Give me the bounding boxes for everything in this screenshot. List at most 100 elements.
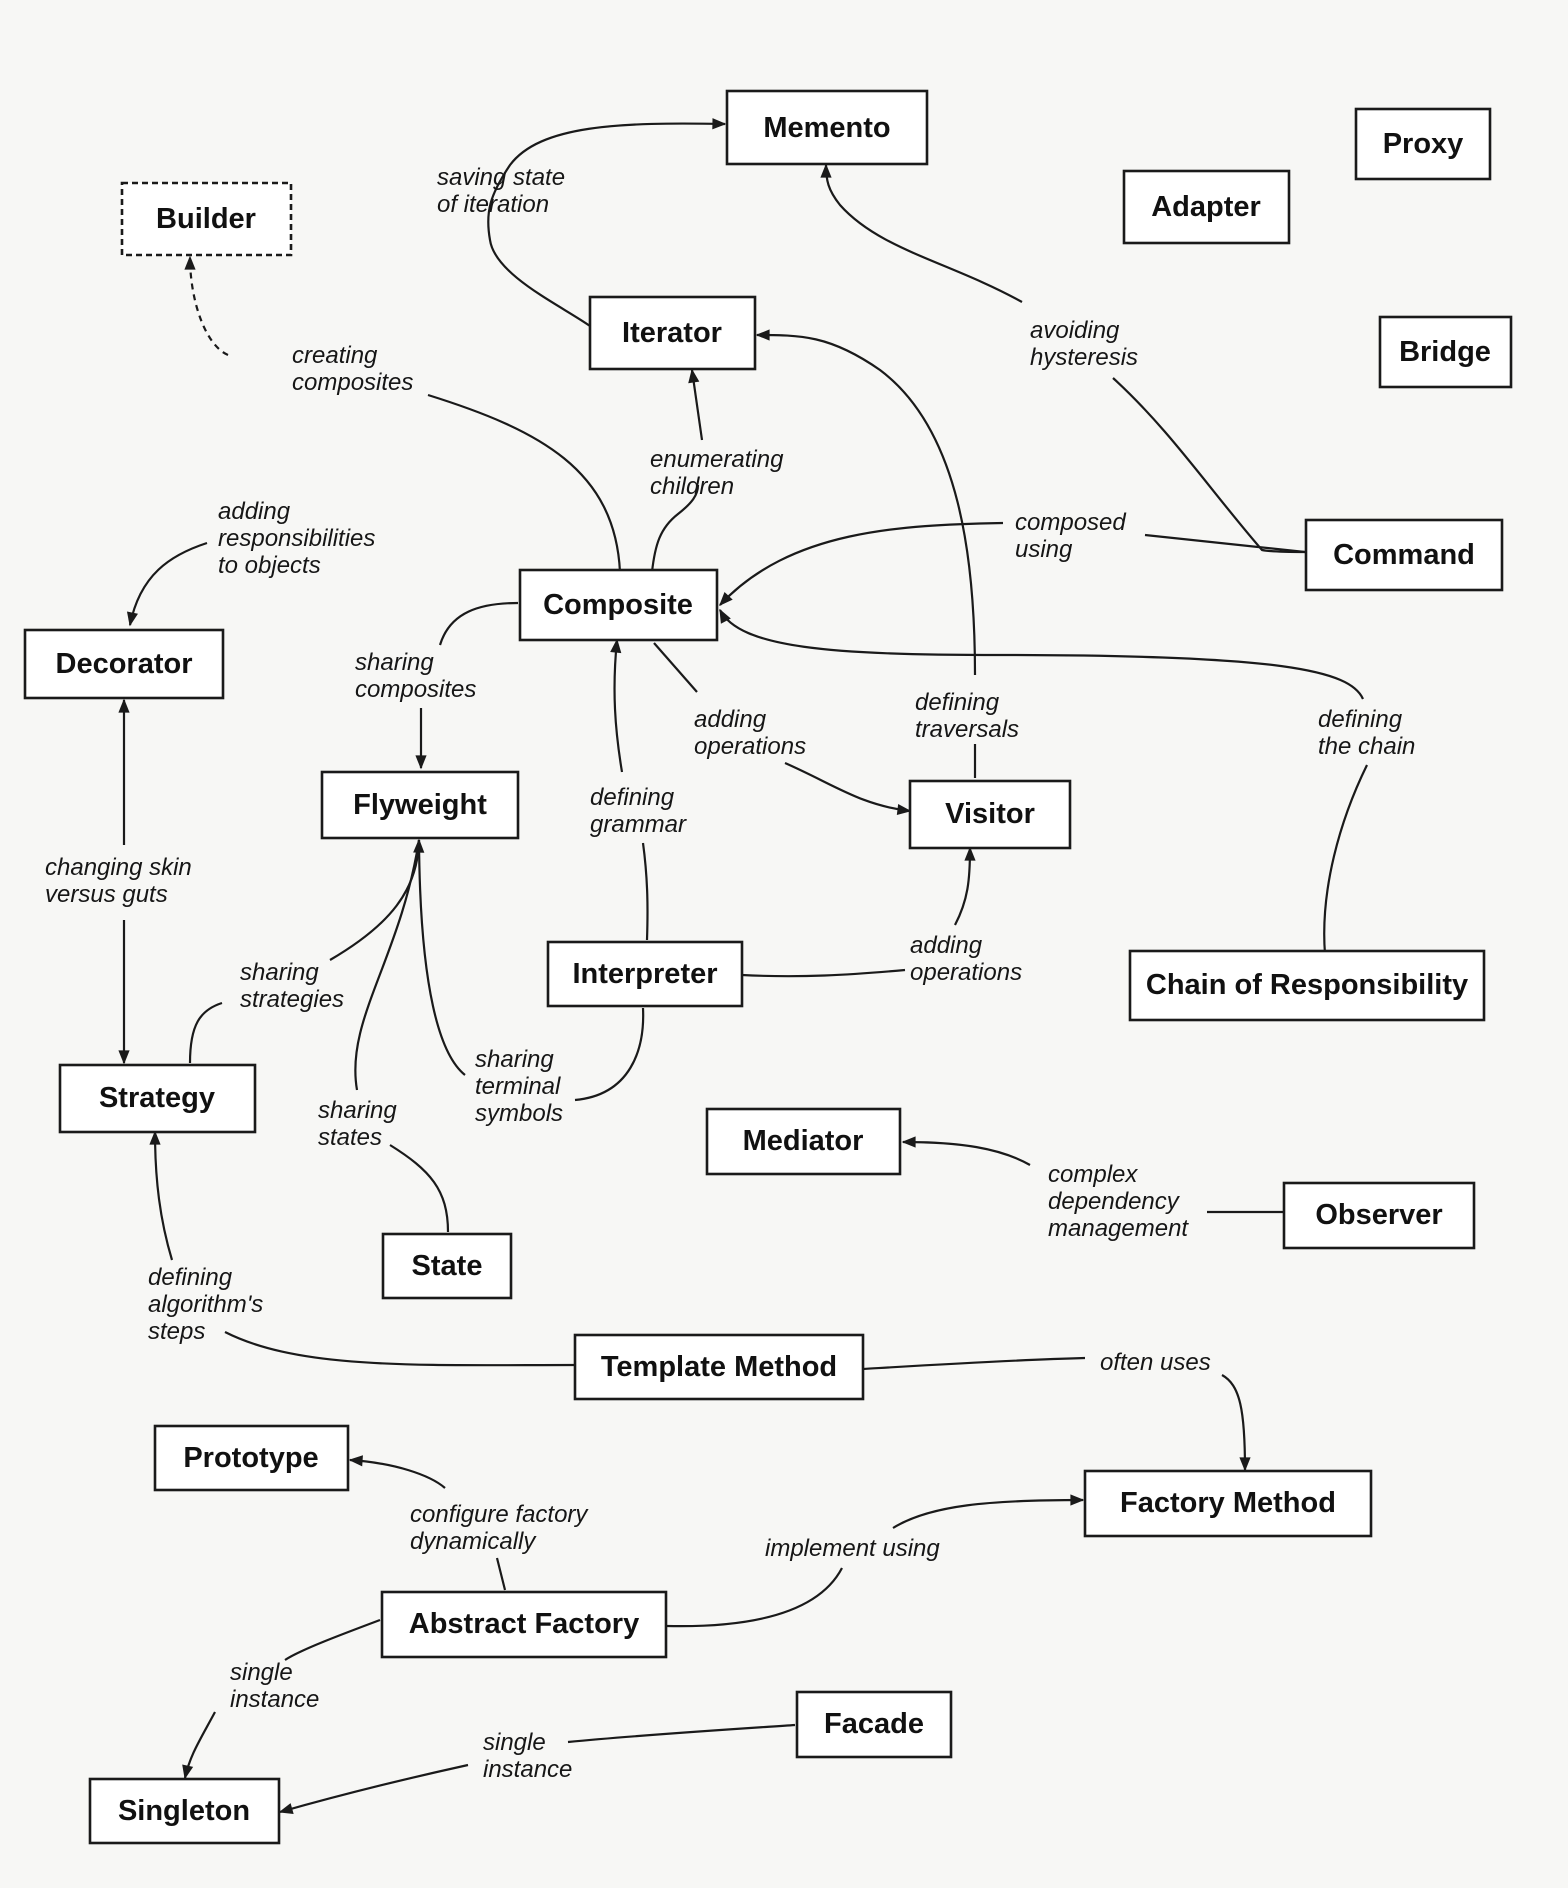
edge-abstract-singleton-2 xyxy=(182,1711,216,1780)
edge-abstract-singleton xyxy=(284,1618,381,1661)
edge-composite-iterator xyxy=(688,368,704,441)
node-interpreter: Interpreter xyxy=(546,940,744,1008)
node-decorator-label: Decorator xyxy=(56,648,193,680)
edge-chain-composite xyxy=(719,608,1365,700)
node-memento-label: Memento xyxy=(763,112,890,144)
edge-composite-decorator xyxy=(126,541,208,627)
node-facade-label: Facade xyxy=(824,1708,924,1740)
node-proxy: Proxy xyxy=(1354,107,1492,181)
node-abstract-factory-label: Abstract Factory xyxy=(409,1608,639,1640)
label-avoiding-hysteresis: avoiding hysteresis xyxy=(1030,317,1138,371)
node-visitor-label: Visitor xyxy=(945,798,1035,830)
edge-template-factory-2 xyxy=(1221,1374,1251,1472)
node-state-label: State xyxy=(412,1250,483,1282)
node-strategy-label: Strategy xyxy=(99,1082,215,1114)
node-flyweight-label: Flyweight xyxy=(353,789,487,821)
node-bridge-label: Bridge xyxy=(1399,336,1491,368)
node-composite: Composite xyxy=(518,568,719,642)
label-composed-using: composed using xyxy=(1015,509,1132,563)
edge-command-memento-2 xyxy=(1112,377,1306,554)
edge-template-strategy xyxy=(149,1130,174,1261)
edge-command-composite-2 xyxy=(1144,533,1306,554)
node-visitor: Visitor xyxy=(908,779,1072,850)
edge-state-flyweight xyxy=(389,1144,450,1233)
node-composite-label: Composite xyxy=(543,589,693,621)
node-interpreter-label: Interpreter xyxy=(572,958,717,990)
node-command-label: Command xyxy=(1333,539,1475,571)
edges-layer xyxy=(118,118,1368,1814)
label-sharing-states: sharing states xyxy=(318,1097,403,1151)
nodes-layer: Memento Proxy Builder Adapter Iterator B… xyxy=(23,89,1513,1845)
node-chain-of-responsibility: Chain of Responsibility xyxy=(1128,949,1486,1022)
edge-composite-visitor-2 xyxy=(784,761,912,816)
label-creating-composites: creating composites xyxy=(292,342,413,396)
edge-labels-layer: saving state of iteration creating compo… xyxy=(45,164,1415,1783)
label-single-instance-facade: single instance xyxy=(483,1729,572,1783)
node-builder: Builder xyxy=(120,181,293,257)
edge-interpreter-visitor-2 xyxy=(954,846,976,926)
edge-command-memento xyxy=(820,163,1023,303)
node-abstract-factory: Abstract Factory xyxy=(380,1590,668,1659)
edge-command-composite xyxy=(719,521,1004,607)
node-proxy-label: Proxy xyxy=(1383,128,1464,160)
node-flyweight: Flyweight xyxy=(320,770,520,840)
label-saving-state: saving state of iteration xyxy=(437,164,572,218)
node-mediator: Mediator xyxy=(705,1107,902,1176)
label-implement-using: implement using xyxy=(765,1535,940,1562)
label-adding-responsibilities: adding responsibilities to objects xyxy=(218,498,382,579)
label-configure-factory: configure factory dynamically xyxy=(410,1501,594,1555)
label-sharing-strategies: sharing strategies xyxy=(240,959,344,1013)
edge-abstract-prototype xyxy=(348,1455,446,1489)
label-complex-dependency: complex dependency management xyxy=(1048,1161,1189,1242)
node-adapter: Adapter xyxy=(1122,169,1291,245)
label-single-instance-af: single instance xyxy=(230,1659,319,1713)
label-often-uses: often uses xyxy=(1100,1349,1211,1376)
label-defining-algorithm-steps: defining algorithm's steps xyxy=(148,1264,270,1345)
node-strategy: Strategy xyxy=(58,1063,257,1134)
edge-interpreter-composite-2 xyxy=(641,842,649,941)
edge-facade-singleton xyxy=(567,1723,796,1744)
node-prototype: Prototype xyxy=(153,1424,350,1492)
edge-interpreter-visitor xyxy=(741,968,906,978)
edge-composite-flyweight xyxy=(438,601,519,646)
edge-template-strategy-2 xyxy=(224,1331,576,1367)
label-defining-the-chain: defining the chain xyxy=(1318,706,1415,760)
edge-interpreter-composite xyxy=(610,638,624,773)
node-iterator-label: Iterator xyxy=(622,317,722,349)
edge-composite-visitor xyxy=(653,642,698,693)
node-template-method-label: Template Method xyxy=(601,1351,837,1383)
label-sharing-terminal-symbols: sharing terminal symbols xyxy=(475,1046,567,1127)
node-observer-label: Observer xyxy=(1315,1199,1442,1231)
edge-interpreter-flyweight-2 xyxy=(417,839,466,1076)
node-template-method: Template Method xyxy=(573,1333,865,1401)
node-factory-method-label: Factory Method xyxy=(1120,1487,1336,1519)
label-sharing-composites: sharing composites xyxy=(355,649,476,703)
node-singleton: Singleton xyxy=(88,1777,281,1845)
node-command: Command xyxy=(1304,518,1504,592)
edge-strategy-flyweight-2 xyxy=(329,838,425,961)
edge-composite-iterator-2 xyxy=(650,484,700,573)
label-enumerating-children: enumerating children xyxy=(650,446,790,500)
node-state: State xyxy=(381,1232,513,1300)
edge-visitor-iterator xyxy=(755,329,977,676)
edge-chain-composite-2 xyxy=(1323,764,1368,955)
node-facade: Facade xyxy=(795,1690,953,1759)
label-adding-operations-composite: adding operations xyxy=(694,706,806,760)
edge-strategy-flyweight xyxy=(188,1001,223,1064)
edge-iterator-memento xyxy=(487,118,727,327)
edge-state-flyweight-2 xyxy=(354,839,421,1091)
edge-template-factory xyxy=(862,1356,1086,1371)
node-mediator-label: Mediator xyxy=(743,1125,864,1157)
node-chain-of-responsibility-label: Chain of Responsibility xyxy=(1146,969,1468,1001)
edge-composite-builder-2 xyxy=(427,393,622,573)
node-prototype-label: Prototype xyxy=(183,1442,318,1474)
node-decorator: Decorator xyxy=(23,628,225,700)
node-singleton-label: Singleton xyxy=(118,1795,250,1827)
label-defining-grammar: defining grammar xyxy=(590,784,687,838)
node-observer: Observer xyxy=(1282,1181,1476,1250)
node-memento: Memento xyxy=(725,89,929,166)
label-changing-skin: changing skin versus guts xyxy=(45,854,198,908)
node-factory-method: Factory Method xyxy=(1083,1469,1373,1538)
edge-facade-singleton-2 xyxy=(278,1763,469,1814)
